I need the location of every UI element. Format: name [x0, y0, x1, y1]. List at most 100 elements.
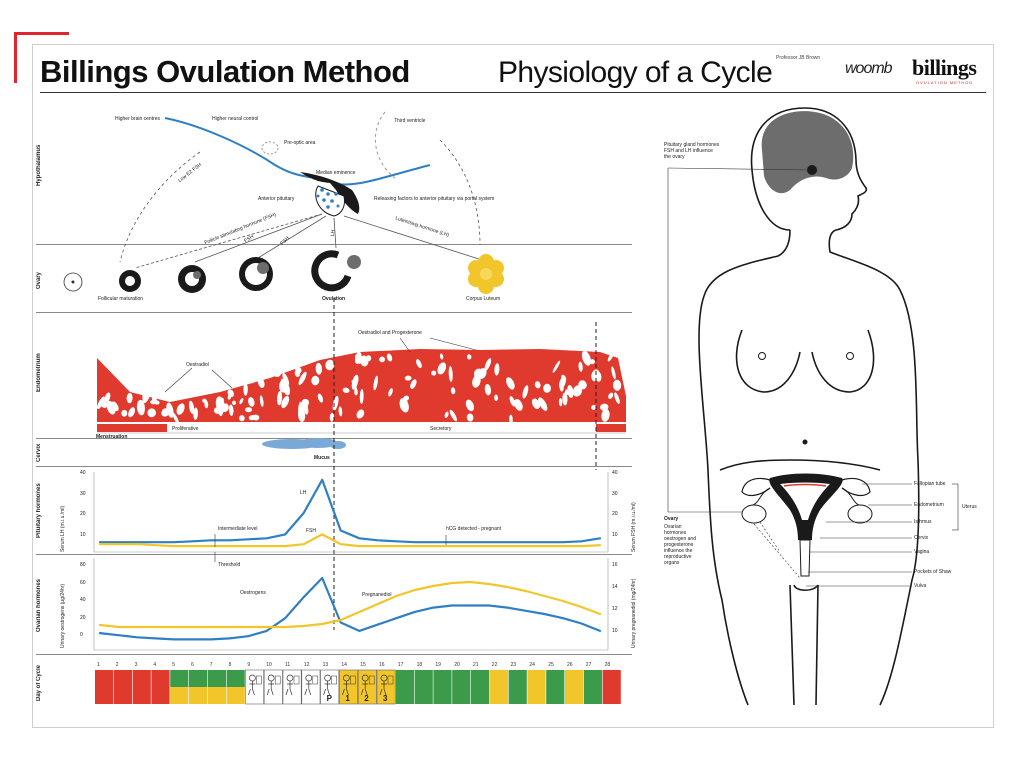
day-cell [527, 670, 546, 704]
gland [591, 369, 600, 382]
label-oestrogens: Oestrogens [240, 590, 266, 596]
gland [373, 375, 378, 391]
body-leaders [667, 167, 959, 587]
label-fsh-curve: FSH [306, 528, 316, 534]
day-cell [95, 670, 114, 704]
day-number: 4 [153, 662, 157, 668]
gland [448, 366, 453, 382]
label-releasing-factors: Releasing factors to anterior pituitary … [374, 196, 495, 202]
gland [466, 354, 472, 360]
gland [232, 400, 236, 405]
author-credit: Professor JB Brown [776, 55, 821, 61]
stamp-baby [339, 669, 358, 705]
axis-tick-label: 10 [80, 531, 86, 538]
day-number: 28 [604, 662, 611, 668]
day-number: 18 [416, 662, 423, 668]
ovarian-chart [98, 576, 602, 641]
gland [342, 387, 350, 393]
label-pregnanediol: Pregnanediol [362, 592, 392, 598]
nipple-left [758, 352, 766, 360]
label-oestradiol: Oestradiol [186, 362, 209, 368]
label-isthmus: Isthmus [914, 519, 932, 525]
day-number: 13 [322, 662, 329, 668]
gland [317, 393, 324, 403]
stamp-green [226, 670, 245, 687]
gland [601, 408, 610, 422]
axis-tick-label: 40 [612, 470, 618, 476]
gland [166, 402, 174, 418]
gland [179, 381, 189, 394]
pituitary-left-axis-label: Serum LH (m.i.u./ml) [60, 505, 66, 552]
gland [611, 366, 616, 380]
label-preoptic: Pre-optic area [284, 140, 316, 146]
label-pituitary-gland: Pituitary gland hormones FSH and LH infl… [664, 142, 720, 160]
label-vulva: Vulva [914, 583, 927, 589]
day-cell [602, 670, 621, 704]
chart-frames [93, 472, 609, 651]
stamp-yellow [207, 687, 226, 704]
series-line-oestrogens [98, 576, 602, 641]
day-number: 26 [567, 662, 573, 668]
day-number: 27 [585, 662, 592, 668]
gland [365, 355, 372, 362]
gland [97, 396, 105, 410]
gland [589, 359, 595, 365]
gland [354, 388, 358, 396]
gland [239, 397, 244, 405]
gland [561, 374, 567, 382]
stamp-green [414, 670, 433, 704]
gland [506, 377, 515, 390]
series-line-fsh [98, 533, 602, 548]
peak-marker: 1 [345, 694, 350, 703]
ovary-follicles [63, 250, 361, 293]
day-number: 16 [379, 662, 385, 668]
gland [245, 366, 252, 380]
day-number: 6 [191, 662, 194, 668]
gland [484, 358, 492, 371]
row-divider [36, 554, 632, 555]
gland [562, 392, 568, 406]
baby-icon [368, 675, 375, 685]
endometrium-pointers [164, 337, 477, 393]
gland [332, 395, 339, 411]
menstruation-bar [97, 424, 167, 432]
label-follicular: Follicular maturation [98, 296, 144, 302]
stamp-red [602, 670, 621, 704]
day-number: 11 [285, 662, 291, 668]
brain [761, 111, 854, 194]
day-cell [583, 670, 602, 704]
day-number: 19 [435, 662, 441, 668]
gland [607, 351, 615, 362]
baby-icon [350, 675, 356, 685]
gland [359, 389, 364, 404]
axis-tick-label: 20 [80, 614, 86, 621]
gland [612, 379, 622, 391]
gland [146, 385, 152, 399]
row-divider [36, 654, 632, 655]
menstruation-bar-end [596, 424, 626, 432]
gland [239, 415, 245, 422]
gland [248, 414, 257, 421]
stamp-green [508, 670, 527, 704]
label-pockets-of-shaw: Pockets of Shaw [914, 569, 952, 575]
chart-pointers [214, 534, 447, 562]
day-number: 23 [510, 662, 517, 668]
stamp-baby [376, 669, 396, 705]
gland [608, 392, 614, 399]
hormone-arrows [119, 139, 483, 269]
gland [578, 380, 587, 390]
label-oestradiol-progesterone: Oestradiol and Progesterone [358, 330, 422, 336]
gland [388, 388, 393, 397]
day-cell [226, 670, 245, 704]
day-cell [132, 670, 151, 704]
endometrium-glands [97, 350, 623, 426]
peak-marker: P [326, 694, 332, 703]
label-lh-curve: LH [300, 490, 307, 496]
gland [449, 409, 457, 422]
page-subtitle: Physiology of a Cycle [498, 56, 773, 89]
day-cell [376, 669, 396, 705]
label-higher-neural: Higher neural control [212, 116, 259, 122]
gland [494, 394, 499, 402]
label-mucus: Mucus [314, 455, 330, 461]
gland [531, 398, 541, 410]
